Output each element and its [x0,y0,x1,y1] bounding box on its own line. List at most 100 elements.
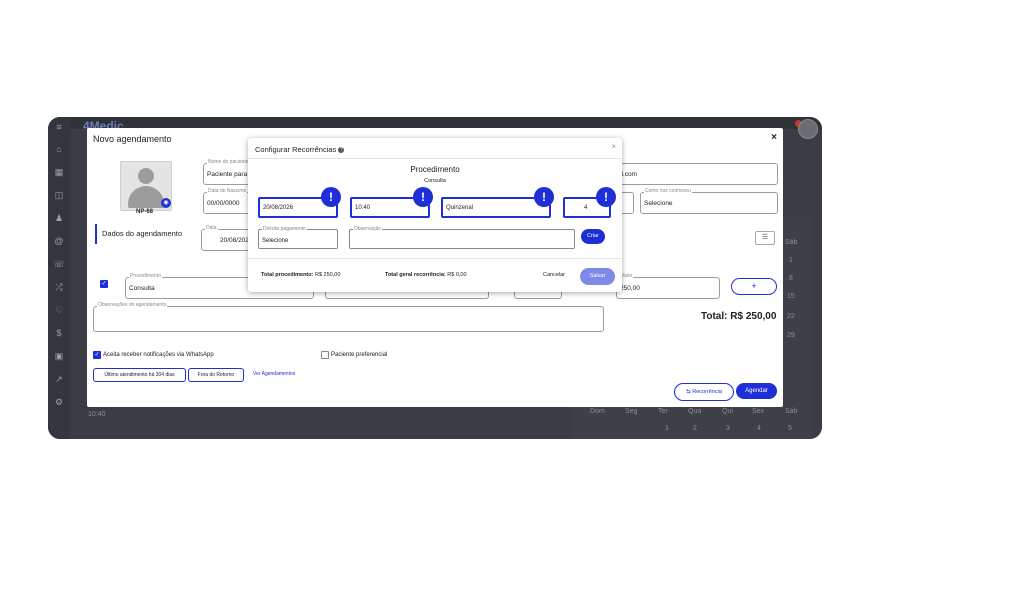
procedure-total-label: Total procedimento: [261,272,314,278]
sidebar: ≡ ⌂ ▦ ◫ ♟ @ ☏ ⤮ ♡ $ ▣ ↗ ⚙ [48,117,70,439]
weekday-label: Dom [590,408,605,415]
warning-icon: ! [413,187,433,207]
payment-division-select[interactable]: Divisão pagamento Selecione [258,226,338,249]
view-appointments-link[interactable]: Ver Agendamentos [253,371,296,377]
grand-total-value: R$ 0,00 [447,272,467,278]
camera-icon[interactable]: ◉ [161,198,171,208]
field-label: Observações do agendamento [97,302,168,308]
chart-icon[interactable]: ↗ [55,374,63,384]
patient-name-field[interactable]: Nome do paciente Paciente para t [203,159,253,185]
procedure-heading: Procedimento [410,165,460,174]
return-status-button[interactable]: Fora do Retorno [188,368,244,382]
dollar-icon[interactable]: $ [56,328,62,338]
save-button[interactable]: Salvar [580,268,615,285]
filter-icon[interactable]: ☰ [755,231,775,245]
close-icon[interactable]: × [611,142,616,151]
field-value: 250,00 [620,285,640,292]
warning-icon: ! [596,187,616,207]
how-found-us-select[interactable]: Como nos conheceu Selecione [640,188,778,214]
total-label: Total: [701,311,728,322]
calendar-header: Sáb [785,239,798,246]
weekday-label: Sex [752,408,765,415]
field-value: 4 [584,205,588,211]
last-visit-button[interactable]: Último atendimento há 304 dias [93,368,186,382]
appointment-total: Total: R$ 250,00 [701,311,776,322]
avatar-head [138,168,154,184]
total-value: R$ 250,00 [730,311,777,322]
schedule-button[interactable]: Agendar [736,383,777,399]
box-icon[interactable]: ▣ [54,351,64,361]
room-field[interactable] [514,288,562,299]
calendar-day: 8 [789,275,793,282]
field-value: Selecione [262,238,289,244]
warning-icon: ! [321,187,341,207]
recurrence-button[interactable]: ⇆ Recorrência [674,383,734,401]
field-value: 00/00/0000 [207,200,240,207]
birthdate-field[interactable]: Data de Nascime 00/00/0000 [203,188,253,214]
procedure-checkbox[interactable]: ✓ [100,280,108,288]
shuffle-icon[interactable]: ⤮ [55,282,63,292]
tab-appointment-data[interactable]: Dados do agendamento [95,224,217,244]
close-icon[interactable]: × [771,132,777,143]
gear-icon[interactable]: ⚙ [54,397,64,407]
phone-icon[interactable]: ☏ [53,259,65,269]
cancel-button[interactable]: Cancelar [543,272,566,278]
weekday-label: Qua [688,408,702,415]
whatsapp-checkbox[interactable]: ✓ [93,351,101,359]
field-label: Divisão pagamento [262,226,307,232]
frequency-select[interactable]: Quinzenal [441,197,551,218]
field-label: Como nos conheceu [644,188,692,194]
heart-icon[interactable]: ♡ [54,305,64,315]
field-value: il.com [620,171,637,178]
recurrence-time-field[interactable]: 10:40 [350,197,430,218]
car-icon[interactable]: ◫ [54,190,64,200]
email-field[interactable]: il.com [616,163,778,185]
calendar-day: 3 [726,425,730,432]
time-slot: 10:40 [88,411,106,418]
field-value: 20/08/2026 [220,237,253,244]
modal-title: Novo agendamento [93,134,172,144]
calendar-day: 2 [693,425,697,432]
calendar-day: 15 [787,293,795,300]
divider [248,158,622,159]
procedure-name: Consulta [424,178,446,184]
notes-textarea[interactable]: Observações do agendamento [93,302,604,332]
weekday-label: Seg [625,408,638,415]
weekday-label: Ter [658,408,668,415]
calendar-icon[interactable]: ▦ [54,167,64,177]
add-procedure-button[interactable]: + [731,278,777,295]
calendar-day: 4 [757,425,761,432]
field-label: Procedimento [129,273,162,279]
user-avatar[interactable] [798,119,818,139]
dialog-title: Configurar Recorrências? [255,145,345,154]
top-bar [70,117,822,129]
preferential-checkbox[interactable] [321,351,329,359]
recurrence-date-field[interactable]: 20/08/2026 [258,197,338,218]
home-icon[interactable]: ⌂ [56,144,62,154]
field-value: Consulta [129,285,155,292]
recurrence-grand-total: Total geral recorrência: R$ 0,00 [385,272,467,278]
observation-field[interactable]: Observação [349,226,575,249]
professional-field[interactable] [325,288,489,299]
menu-icon[interactable]: ≡ [56,122,62,132]
grand-total-label: Total geral recorrência: [385,272,446,278]
field-value: 20/08/2026 [263,205,294,211]
at-icon[interactable]: @ [54,236,64,246]
calendar-day: 1 [789,257,793,264]
weekday-label: Sáb [785,408,798,415]
field-value: Selecione [644,200,673,207]
procedure-total-value: R$ 250,00 [315,272,341,278]
field-value: 10:40 [355,205,371,211]
date-field[interactable]: Data 20/08/2026 [201,225,253,251]
field-value: Paciente para t [207,171,251,178]
users-icon[interactable]: ♟ [54,213,64,223]
divider [248,258,622,259]
calendar-day: 1 [665,425,669,432]
create-button[interactable]: Criar [581,229,605,244]
dialog-title-text: Configurar Recorrências [255,145,337,154]
calendar-day: 29 [787,332,795,339]
help-icon[interactable]: ? [338,147,345,154]
calendar-day: 22 [787,313,795,320]
value-field[interactable]: Valor 250,00 [616,273,720,299]
weekday-label: Qui [722,408,733,415]
